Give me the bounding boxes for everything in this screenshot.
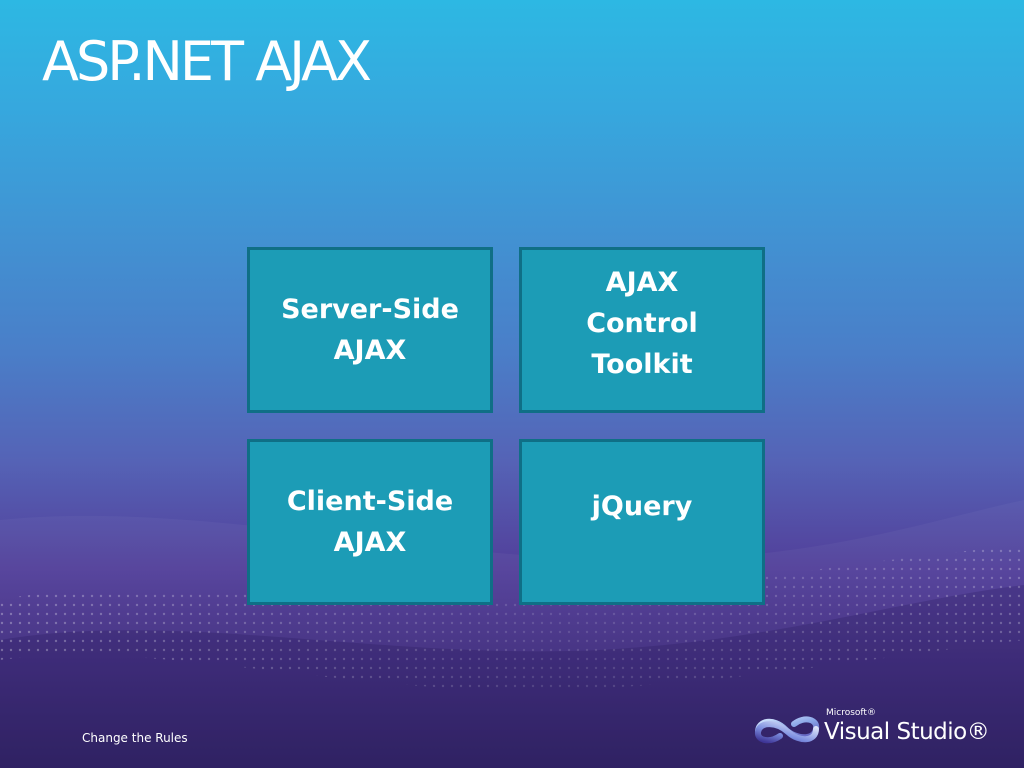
visual-studio-wordmark: Visual Studio® (824, 719, 990, 745)
microsoft-wordmark: Microsoft® (826, 708, 876, 718)
tile-label: Server-Side AJAX (281, 294, 459, 366)
tile-label: Client-Side AJAX (286, 486, 454, 558)
visual-studio-logo: Microsoft® Visual Studio® (752, 706, 992, 754)
footer-text: Change the Rules (82, 731, 188, 745)
tile-jquery: jQuery (519, 439, 765, 605)
infinity-icon (755, 716, 820, 744)
tile-server-side-ajax: Server-Side AJAX (247, 247, 493, 413)
slide-title: ASP.NET AJAX (42, 30, 372, 93)
tile-client-side-ajax: Client-Side AJAX (247, 439, 493, 605)
tile-label: AJAX Control Toolkit (586, 266, 698, 380)
tile-label: jQuery (591, 490, 693, 522)
tile-ajax-control-toolkit: AJAX Control Toolkit (519, 247, 765, 413)
